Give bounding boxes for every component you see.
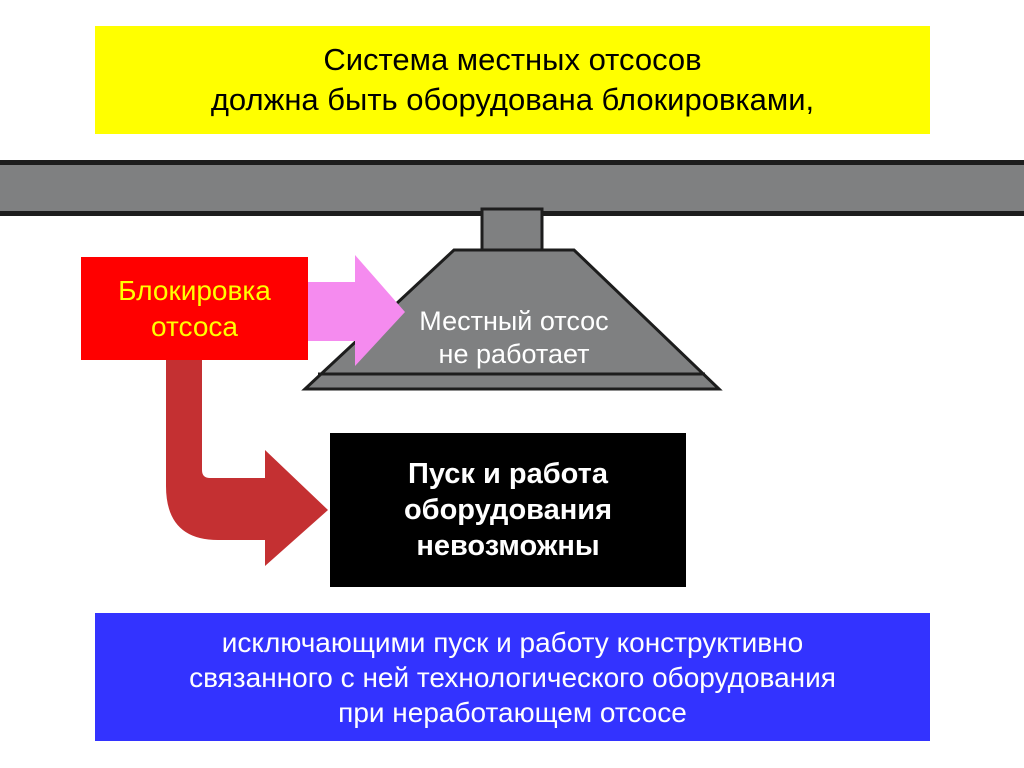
bottom-line-2: связанного с ней технологического оборуд… bbox=[189, 661, 836, 693]
lock-box: Блокировка отсоса bbox=[81, 257, 308, 360]
bottom-banner: исключающими пуск и работу конструктивно… bbox=[95, 613, 930, 741]
title-line-2: должна быть оборудована блокировками, bbox=[210, 82, 815, 117]
hood-line-1: Местный отсос bbox=[419, 306, 609, 336]
red-arrow bbox=[166, 360, 328, 566]
result-line-1: Пуск и работа bbox=[408, 458, 608, 490]
result-line-2: оборудования bbox=[403, 494, 613, 526]
title-line-1: Система местных отсосов bbox=[323, 42, 702, 77]
result-box: Пуск и работа оборудования невозможны bbox=[330, 433, 686, 587]
title-banner: Система местных отсосов должна быть обор… bbox=[95, 26, 930, 134]
result-line-3: невозможны bbox=[416, 530, 600, 562]
bottom-line-1: исключающими пуск и работу конструктивно bbox=[221, 626, 804, 658]
hood-line-2: не работает bbox=[438, 339, 590, 369]
lock-line-1: Блокировка bbox=[118, 274, 271, 306]
hood-label: Местный отсос не работает bbox=[384, 305, 644, 371]
air-duct-body bbox=[0, 165, 1024, 211]
lock-line-2: отсоса bbox=[151, 310, 238, 342]
exhaust-hood bbox=[301, 248, 723, 391]
hood-neck bbox=[480, 207, 544, 254]
bottom-line-3: при неработающем отсосе bbox=[338, 696, 687, 728]
pink-arrow bbox=[308, 255, 405, 366]
